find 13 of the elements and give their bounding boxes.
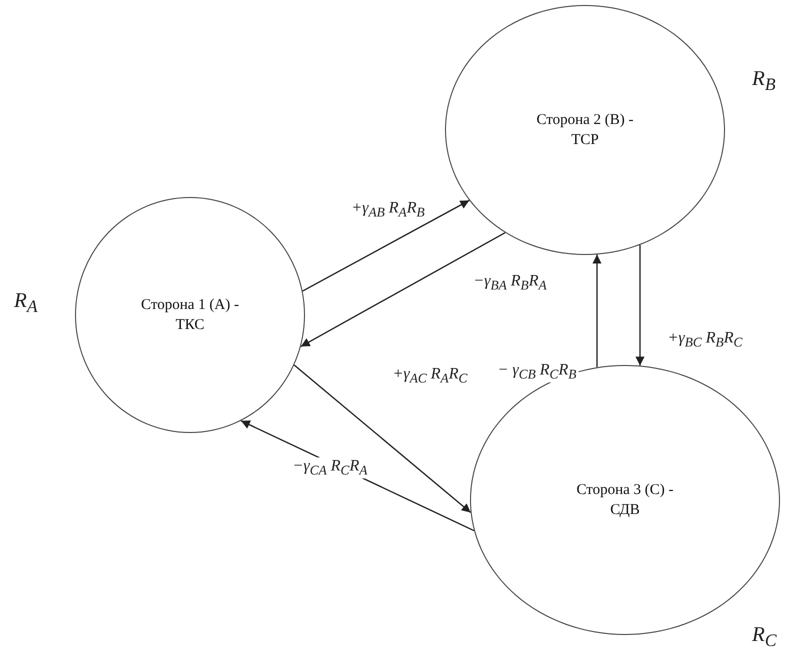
arrow bbox=[592, 254, 602, 368]
arrow bbox=[294, 364, 472, 514]
arrow bbox=[302, 200, 470, 292]
node-label: Сторона 2 (B) - ТСР bbox=[535, 110, 635, 150]
variable-label: R$_{A}$ bbox=[14, 288, 38, 318]
ellipse-node bbox=[75, 197, 305, 433]
ellipse-node bbox=[445, 5, 725, 255]
variable-label: R$_{B}$ bbox=[752, 66, 776, 96]
node-label: Сторона 1 (A) - ТКС bbox=[140, 296, 240, 335]
variable-label: R$_{C}$ bbox=[752, 622, 777, 652]
arrow bbox=[636, 244, 644, 366]
arrow bbox=[300, 232, 506, 348]
node-label: Сторона 3 (C) - СДВ bbox=[575, 480, 675, 520]
